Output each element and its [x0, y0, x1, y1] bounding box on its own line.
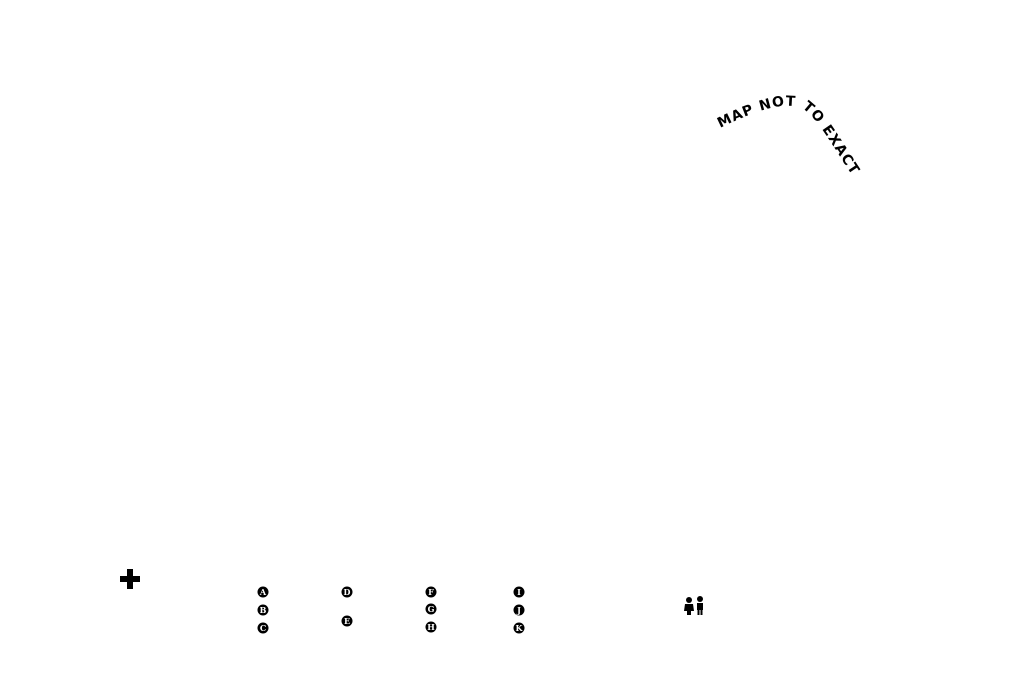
marker-h: H: [425, 621, 437, 633]
marker-a: A: [257, 586, 269, 598]
marker-circle: [513, 622, 525, 634]
marker-i: I: [513, 586, 525, 598]
marker-circle: [257, 586, 269, 598]
marker-circle: [257, 622, 269, 634]
marker-e: E: [341, 615, 353, 627]
marker-g: G: [425, 603, 437, 615]
marker-label: B: [260, 605, 267, 615]
marker-label: D: [344, 587, 351, 597]
marker-b: B: [257, 604, 269, 616]
marker-circle: [425, 586, 437, 598]
scale-note: MAP NOT TO EXACT SCALE: [0, 0, 863, 178]
marker-label: F: [428, 587, 434, 597]
marker-circle: [425, 603, 437, 615]
marker-d: D: [341, 586, 353, 598]
marker-circle: [513, 586, 525, 598]
marker-circle: [341, 615, 353, 627]
marker-circle: [425, 621, 437, 633]
marker-j: J: [513, 604, 525, 616]
marker-label: I: [517, 587, 521, 597]
first-aid-cross-icon: [120, 569, 140, 589]
marker-c: C: [257, 622, 269, 634]
marker-circle: [257, 604, 269, 616]
marker-label: A: [259, 587, 267, 597]
marker-label: C: [260, 623, 266, 633]
marker-label: J: [516, 605, 521, 615]
marker-k: K: [513, 622, 525, 634]
marker-label: E: [344, 616, 350, 626]
marker-f: F: [425, 586, 437, 598]
marker-circle: [513, 604, 525, 616]
marker-circle: [341, 586, 353, 598]
restroom-icon: [684, 596, 703, 615]
marker-label: K: [516, 623, 524, 633]
marker-label: H: [427, 622, 435, 632]
marker-legend: ABC D E FGH IJK: [257, 586, 525, 634]
marker-label: G: [428, 604, 435, 614]
